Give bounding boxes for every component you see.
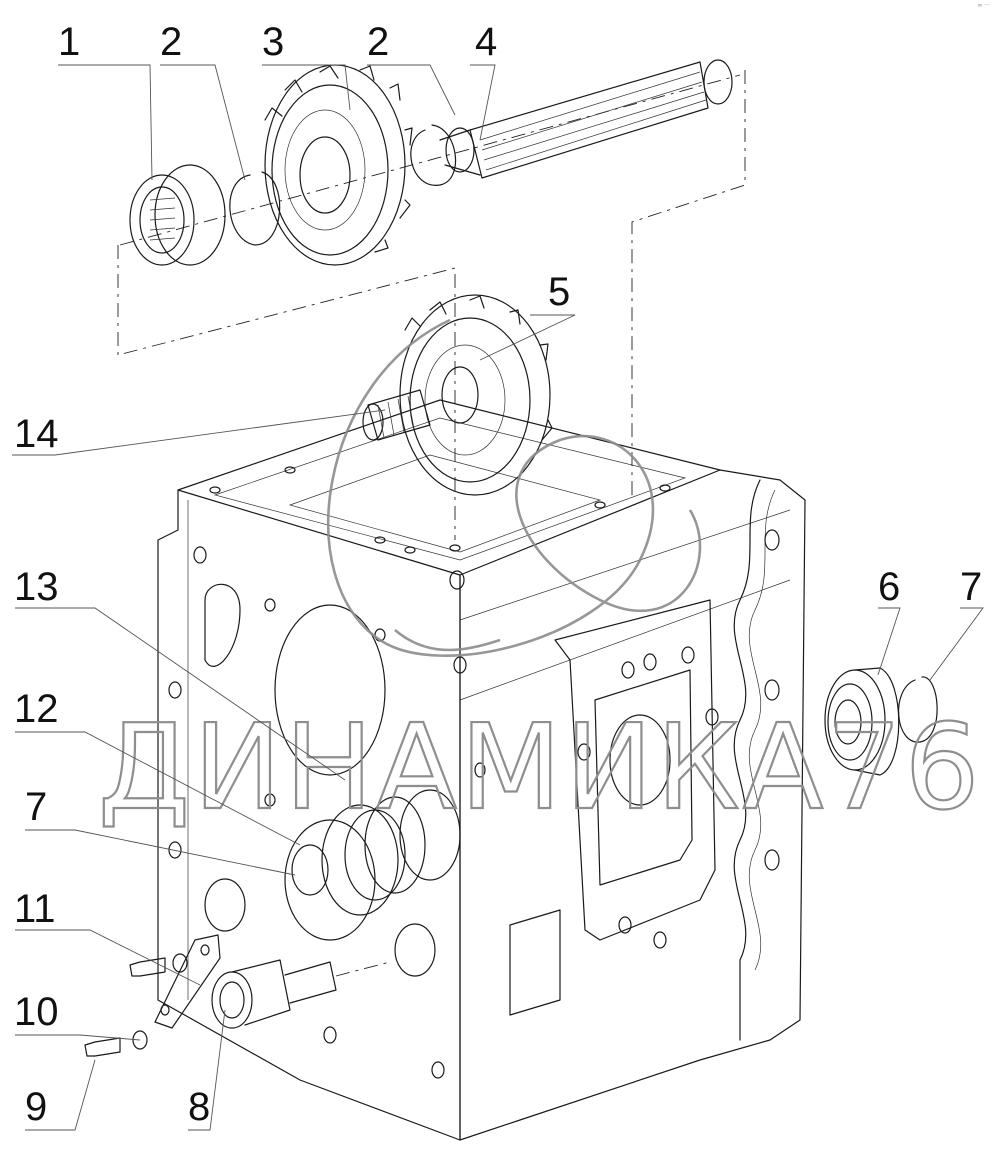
callout-6: 6: [878, 565, 900, 609]
watermark-text: ДИНАМИКА76: [98, 698, 983, 836]
callout-7b: 7: [960, 565, 982, 609]
callout-2b: 2: [367, 20, 389, 64]
callout-12: 12: [14, 687, 59, 731]
part-bolt-upper: [129, 953, 188, 977]
callout-13: 13: [14, 565, 59, 609]
callout-4: 4: [475, 20, 497, 64]
callout-9: 9: [25, 1085, 47, 1129]
part-idler-gear: [399, 294, 553, 496]
callout-5: 5: [548, 270, 570, 314]
part-needle-bearing: [362, 389, 431, 441]
part-bearing-right: [824, 667, 900, 776]
callout-2a: 2: [160, 20, 182, 64]
callout-14: 14: [14, 412, 59, 456]
watermark-logo: [327, 318, 702, 657]
part-bearing-cup: [284, 789, 461, 941]
part-snap-ring-right: [410, 124, 457, 186]
callout-1: 1: [58, 20, 80, 64]
gearbox-housing: [157, 399, 806, 1141]
part-bolt-lower: [84, 1030, 148, 1057]
part-large-gear: [264, 64, 413, 266]
part-snap-ring-left: [229, 171, 281, 246]
corner-mark: ∞ ···: [977, 2, 990, 9]
part-small-gear: [129, 164, 226, 266]
callout-10: 10: [14, 990, 59, 1034]
assembly-axes: [117, 70, 746, 540]
callout-3: 3: [262, 20, 284, 64]
part-lock-plate: [154, 934, 221, 1029]
part-axle: [211, 959, 391, 1029]
part-snap-ring-bearing: [897, 676, 938, 743]
callout-7a: 7: [25, 785, 47, 829]
part-splined-shaft: [439, 59, 733, 179]
callout-11: 11: [14, 887, 56, 931]
callout-labels: 1 2 3 2 4 5 14 13 12 7 11 10 9 8 6 7: [14, 20, 982, 1129]
callout-leaders: [12, 64, 984, 1131]
callout-8: 8: [188, 1085, 210, 1129]
